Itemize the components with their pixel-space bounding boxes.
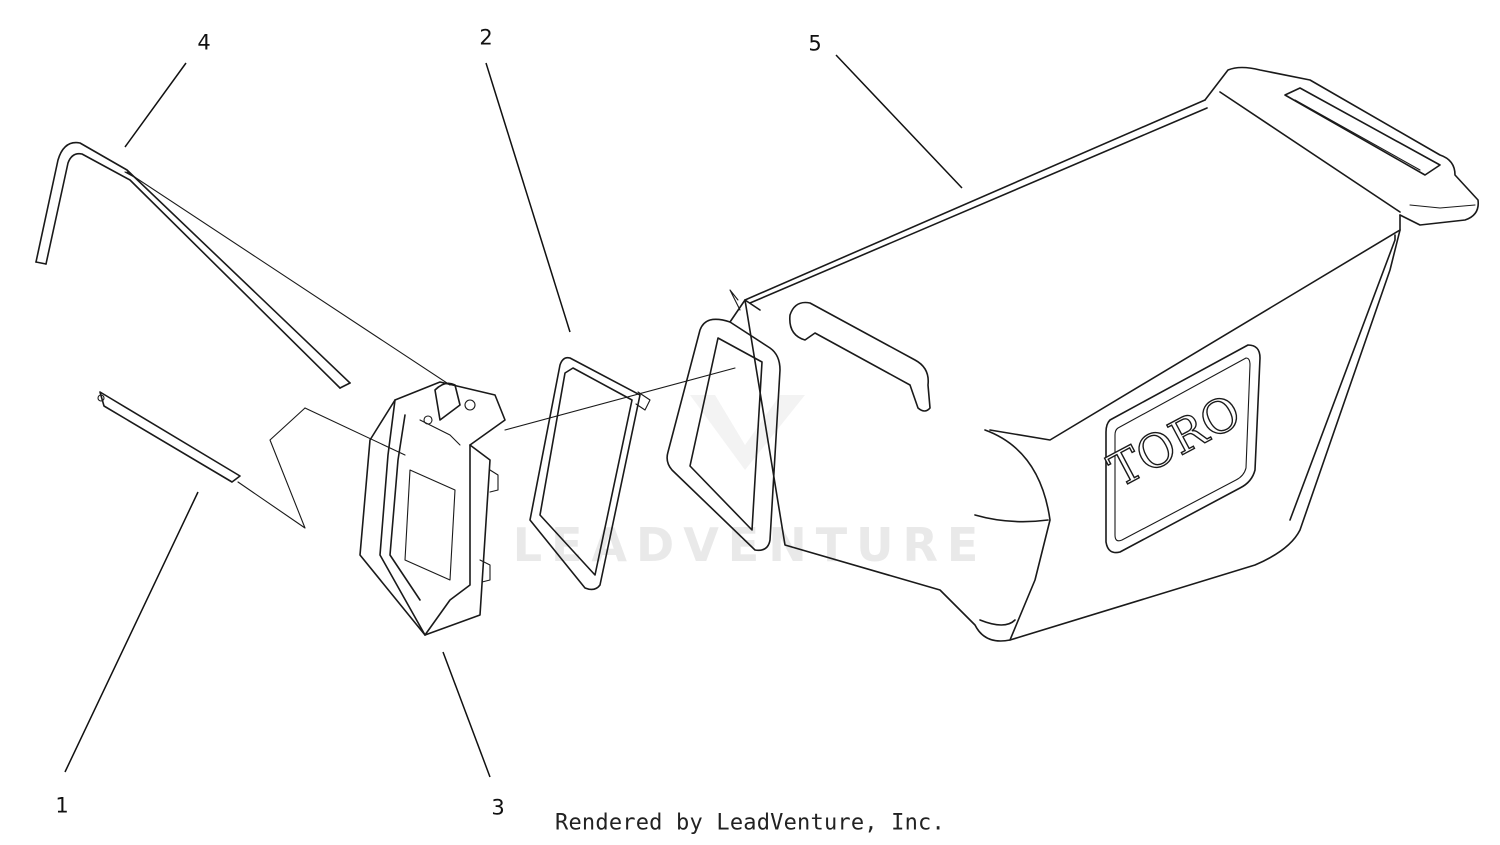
leadventure-watermark: LEADVENTURE (512, 518, 988, 572)
callout-2[interactable]: 2 (479, 25, 493, 50)
part-5-grass-bag[interactable]: TORO (666, 66, 1480, 642)
watermark-logo (690, 395, 805, 470)
callout-5[interactable]: 5 (808, 31, 822, 56)
callout-3[interactable]: 3 (491, 795, 505, 820)
callout-1[interactable]: 1 (55, 793, 69, 818)
render-credit: Rendered by LeadVenture, Inc. (555, 810, 945, 836)
part-2-rubber-seal[interactable] (529, 356, 651, 591)
assembly-lines (126, 171, 736, 529)
part-4-handle-rod[interactable] (35, 141, 351, 389)
part-1-cable-tie[interactable] (97, 391, 241, 483)
callout-leaders (64, 54, 963, 778)
callout-4[interactable]: 4 (197, 30, 211, 55)
toro-logo: TORO (1100, 384, 1250, 498)
part-3-deflector-frame[interactable] (359, 381, 506, 636)
